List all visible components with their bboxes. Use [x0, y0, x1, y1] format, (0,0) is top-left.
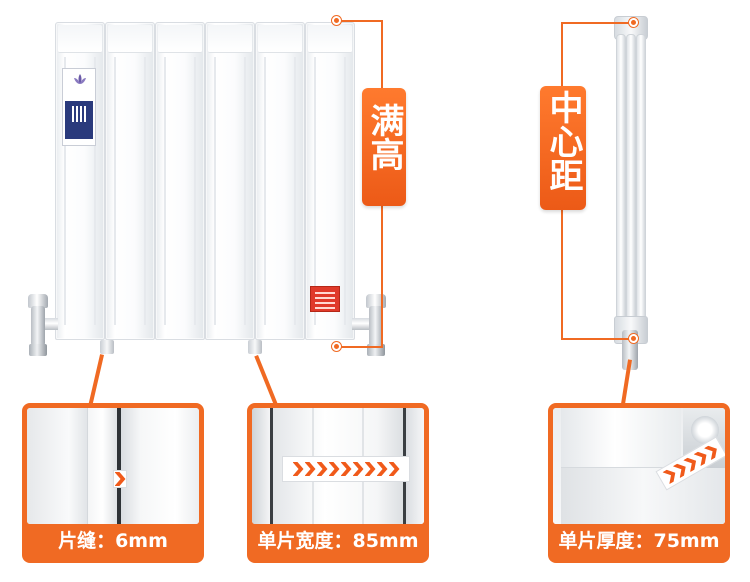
chevron-right-icon [673, 461, 690, 479]
radiator-fin [155, 22, 205, 340]
caption-width: 单片宽度：85mm [257, 530, 419, 552]
chevron-right-icon [376, 462, 388, 476]
radiator-fin [255, 22, 305, 340]
radiator-fin [105, 22, 155, 340]
pointer-width [254, 355, 278, 405]
fin-gap [117, 408, 121, 524]
center-line-bottom [562, 338, 634, 340]
center-dot [629, 18, 638, 27]
chevron-right-icon [693, 449, 710, 467]
dimension-dot [332, 16, 341, 25]
center-dot [629, 334, 638, 343]
qr-code-icon [72, 106, 88, 122]
left-valve [28, 294, 48, 358]
zoom-thickness-image [553, 408, 725, 524]
radiator-foot [100, 340, 114, 354]
chevron-right-icon [704, 443, 721, 461]
chevron-right-icon [340, 462, 352, 476]
product-label-sticker [62, 68, 96, 146]
chevron-right-icon [114, 472, 126, 486]
radiator-front-view [55, 22, 355, 340]
chevron-right-icon [352, 462, 364, 476]
full-height-tag: 满高 [362, 88, 406, 206]
dimension-line-bottom [336, 346, 382, 348]
left-pipe [42, 318, 58, 330]
chevron-right-icon [388, 462, 400, 476]
zoom-panel-width: 单片宽度：85mm [247, 403, 429, 563]
chevron-right-icon [304, 462, 316, 476]
warning-tag [310, 286, 340, 312]
radiator-foot [248, 340, 262, 354]
zoom-gap-image [27, 408, 199, 524]
right-pipe [352, 318, 370, 330]
caption-thickness: 单片厚度：75mm [558, 530, 720, 552]
zoom-width-image [252, 408, 424, 524]
center-line-top [562, 22, 634, 24]
zoom-panel-thickness: 单片厚度：75mm [548, 403, 730, 563]
gap-chevrons [113, 470, 127, 488]
chevron-right-icon [683, 455, 700, 473]
pointer-gap [88, 354, 104, 405]
center-distance-tag: 中心距 [540, 86, 586, 210]
lotus-logo-icon [74, 74, 86, 84]
center-distance-label: 中心距 [543, 90, 583, 192]
chevron-right-icon [316, 462, 328, 476]
chevron-right-icon [662, 467, 679, 485]
chevron-right-icon [328, 462, 340, 476]
zoom-panel-gap: 片缝：6mm [22, 403, 204, 563]
radiator-side-view [612, 16, 650, 344]
dimension-line-top [336, 20, 382, 22]
radiator-fin [205, 22, 255, 340]
right-valve [366, 294, 386, 358]
full-height-label: 满高 [364, 103, 404, 171]
caption-gap: 片缝：6mm [58, 530, 168, 552]
dimension-dot [332, 342, 341, 351]
chevron-right-icon [292, 462, 304, 476]
width-chevrons [282, 456, 410, 482]
chevron-right-icon [364, 462, 376, 476]
